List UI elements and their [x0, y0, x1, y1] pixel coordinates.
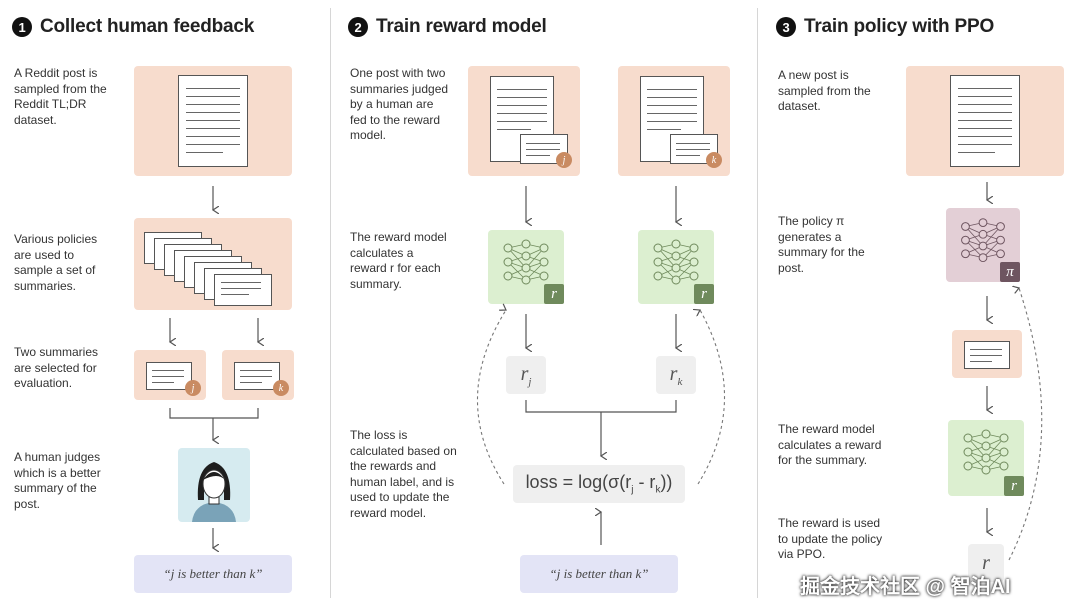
neural-network-icon — [653, 239, 699, 285]
s2-post-k-box: k — [618, 66, 730, 176]
r-k-label: rk — [669, 362, 683, 388]
summary-k-card — [234, 362, 280, 390]
section-divider-2 — [757, 8, 758, 598]
badge-j: j — [185, 380, 201, 396]
s3-desc-update: The reward is used to update the policy … — [778, 516, 883, 561]
section-2-title-text: Train reward model — [376, 16, 547, 37]
s3-desc-reward: The reward model calculates a reward for… — [778, 422, 882, 467]
s1-document-icon — [178, 75, 248, 167]
s3-arrows — [757, 182, 1043, 561]
pi-badge: π — [1000, 262, 1020, 282]
s2-desc-reward-text: The reward model calculates a reward r f… — [350, 230, 447, 291]
s2-quote-text: “j is better than k” — [549, 566, 649, 581]
s2-reward-model-k: r — [638, 230, 714, 304]
step-number-1: 1 — [12, 17, 32, 37]
s3-post-box — [906, 66, 1064, 176]
s2-desc-reward: The reward model calculates a reward r f… — [350, 230, 450, 292]
s2-post-j-box: j — [468, 66, 580, 176]
loss-formula: loss = log(σ(rj - rk)) — [525, 472, 673, 496]
section-3-title-text: Train policy with PPO — [804, 16, 995, 37]
badge-k: k — [273, 380, 289, 396]
s1-arrows — [0, 186, 330, 616]
s2-reward-j: rj — [506, 356, 546, 394]
r-badge-j: r — [544, 284, 564, 304]
s3-r-text: r — [982, 551, 990, 574]
s2-desc-post: One post with two summaries judged by a … — [350, 66, 449, 142]
section-3-title: 3 Train policy with PPO — [776, 16, 994, 38]
s1-summary-k-box: k — [222, 350, 294, 400]
s3-reward-value-box: r — [968, 544, 1004, 582]
s2-reward-model-j: r — [488, 230, 564, 304]
section-1-title-text: Collect human feedback — [40, 16, 255, 37]
s2-desc-loss: The loss is calculated based on the rewa… — [350, 428, 457, 520]
s1-desc-policies: Various policies are used to sample a se… — [14, 232, 98, 293]
s1-quote-text: “j is better than k” — [163, 566, 263, 581]
r-j-label: rj — [520, 362, 532, 388]
s3-desc-post: A new post is sampled from the dataset. — [778, 68, 871, 113]
s3-reward-model-box: r — [948, 420, 1024, 496]
s1-quote-box: “j is better than k” — [134, 555, 292, 593]
s2-badge-j: j — [556, 152, 572, 168]
s3-r-badge: r — [1004, 476, 1024, 496]
s1-desc-human: A human judges which is a better summary… — [14, 450, 101, 511]
step-number-3: 3 — [776, 17, 796, 37]
s3-document-icon — [950, 75, 1020, 167]
s1-summary-j-box: j — [134, 350, 206, 400]
section-1-title: 1 Collect human feedback — [12, 16, 254, 38]
neural-network-icon — [963, 429, 1009, 475]
s3-policy-box: π — [946, 208, 1020, 282]
s1-policies-box — [134, 218, 292, 310]
summary-j-card — [146, 362, 192, 390]
s1-post-box — [134, 66, 292, 176]
summary-card-8 — [214, 274, 272, 306]
s2-arrows — [476, 186, 726, 545]
s2-loss-box: loss = log(σ(rj - rk)) — [513, 465, 685, 503]
watermark: 掘金技术社区 @ 智泊AI — [800, 576, 1011, 598]
s2-reward-k: rk — [656, 356, 696, 394]
neural-network-icon — [503, 239, 549, 285]
s2-quote-box: “j is better than k” — [520, 555, 678, 593]
s1-desc-post: A Reddit post is sampled from the Reddit… — [14, 66, 107, 127]
r-badge-k: r — [694, 284, 714, 304]
neural-network-icon — [961, 218, 1005, 263]
human-icon — [192, 462, 236, 522]
s1-desc-two: Two summaries are selected for evaluatio… — [14, 345, 99, 390]
s3-summary-box — [952, 330, 1022, 378]
s3-summary-card — [964, 341, 1010, 369]
s2-badge-k: k — [706, 152, 722, 168]
s3-desc-policy: The policy π generates a summary for the… — [778, 214, 865, 275]
step-number-2: 2 — [348, 17, 368, 37]
section-2-title: 2 Train reward model — [348, 16, 547, 38]
s1-human-box — [178, 448, 250, 522]
section-divider-1 — [330, 8, 331, 598]
